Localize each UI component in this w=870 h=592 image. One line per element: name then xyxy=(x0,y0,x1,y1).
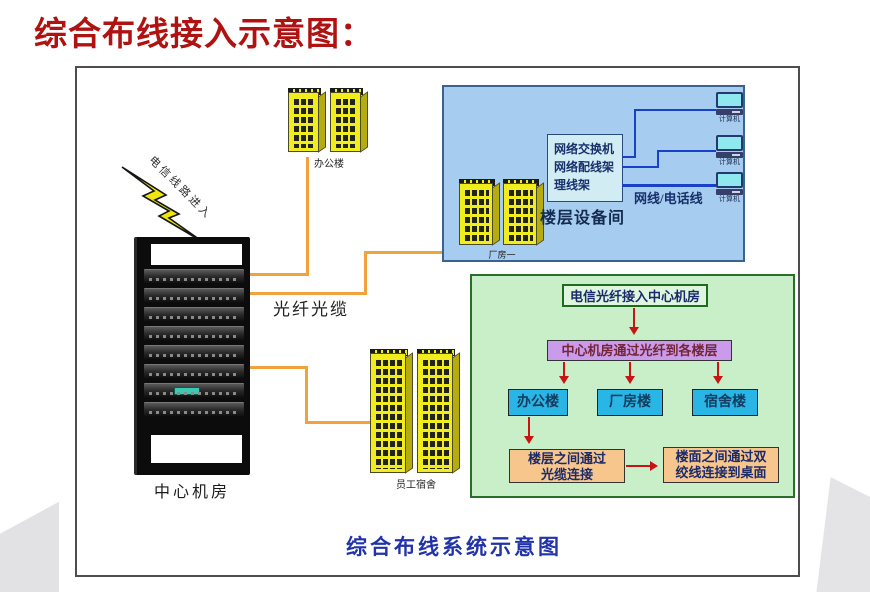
factory-building xyxy=(503,179,544,246)
floor-equipment-room-label: 楼层设备间 xyxy=(540,210,626,227)
equipment-line: 网络配线架 xyxy=(554,160,615,174)
central-machine-room-label: 中心机房 xyxy=(153,484,230,501)
dorm-building xyxy=(417,349,460,474)
flow-node-dorm-building: 宿舍楼 xyxy=(692,389,758,416)
fiber-cable-to-dorm xyxy=(305,366,308,424)
flow-step-line: 光缆连接 xyxy=(540,467,593,482)
arrow-down-icon xyxy=(625,362,635,384)
network-equipment-box: 网络交换机 网络配线架 理线架 xyxy=(547,134,623,202)
rack-empty-slot-top xyxy=(151,244,242,265)
flow-step-telecom-access: 电信光纤接入中心机房 xyxy=(562,284,708,307)
fiber-cable-to-dorm xyxy=(305,421,373,424)
flow-step-twisted-pair-to-desk: 楼面之间通过双 绞线连接到桌面 xyxy=(663,447,779,483)
computer: 计算机 xyxy=(716,92,743,124)
fiber-cable-to-floor-room xyxy=(250,292,367,295)
arrow-down-icon xyxy=(524,417,534,444)
computer-label: 计算机 xyxy=(719,195,740,203)
office-building-label: 办公楼 xyxy=(314,159,344,170)
fiber-cable-to-floor-room xyxy=(364,251,367,295)
network-cable xyxy=(622,184,716,187)
network-phone-cable-label: 网线/电话线 xyxy=(634,191,703,206)
computer-base-icon xyxy=(716,152,743,158)
flow-node-factory-building: 厂房楼 xyxy=(597,389,663,416)
equipment-line: 理线架 xyxy=(554,178,591,192)
floor-equipment-room-panel: 厂房一 网络交换机 网络配线架 理线架 楼层设备间 网线/电话线 计算机 计算机 xyxy=(442,85,745,262)
rack-unit xyxy=(144,326,244,341)
factory-buildings-group: 厂房一 xyxy=(459,179,545,269)
network-cable xyxy=(657,150,716,152)
computer-base-icon xyxy=(716,109,743,115)
slide-corner-decoration-left xyxy=(0,501,59,592)
computer-label: 计算机 xyxy=(719,115,740,123)
fiber-cable-to-office xyxy=(250,273,308,276)
flow-step-floor-optical-link: 楼层之间通过 光缆连接 xyxy=(509,449,625,483)
fiber-cable-to-office xyxy=(306,157,309,276)
computer-monitor-icon xyxy=(716,92,743,108)
rack-unit xyxy=(144,288,244,303)
flow-step-line: 绞线连接到桌面 xyxy=(675,465,767,480)
network-cable xyxy=(657,150,659,168)
fiber-cable-to-floor-room xyxy=(364,251,442,254)
flow-node-office-building: 办公楼 xyxy=(508,389,568,416)
diagram-canvas: 电信线路进入 中心机房 光纤光缆 办公楼 员工宿舍 xyxy=(75,66,800,577)
computer: 计算机 xyxy=(716,172,743,204)
flow-step-line: 楼层之间通过 xyxy=(527,451,606,466)
rack-unit xyxy=(144,269,244,284)
arrow-down-icon xyxy=(629,308,639,335)
computer-base-icon xyxy=(716,189,743,195)
flow-step-fiber-to-floors: 中心机房通过光纤到各楼层 xyxy=(547,340,732,361)
arrow-down-icon xyxy=(713,362,723,384)
network-cable xyxy=(622,156,636,158)
computer-monitor-icon xyxy=(716,172,743,188)
network-cable xyxy=(634,109,636,158)
dorm-building xyxy=(370,349,413,474)
rack-empty-slot-bottom xyxy=(151,435,242,463)
arrow-right-icon xyxy=(626,461,658,471)
fiber-cable-to-dorm xyxy=(250,366,308,369)
lightning-bolt-icon xyxy=(121,166,204,243)
rack-unit xyxy=(144,402,244,417)
flow-step-line: 楼面之间通过双 xyxy=(675,449,767,464)
rack-unit xyxy=(144,307,244,322)
page-title: 综合布线接入示意图： xyxy=(34,15,374,52)
equipment-line: 网络交换机 xyxy=(554,142,615,156)
factory-building-label: 厂房一 xyxy=(488,250,516,260)
network-cable xyxy=(634,109,716,111)
rack-unit xyxy=(144,364,244,379)
office-building xyxy=(330,88,368,153)
network-cable xyxy=(622,166,659,168)
dorm-buildings-group: 员工宿舍 xyxy=(370,349,462,491)
slide-corner-decoration-right xyxy=(816,477,870,592)
office-buildings-group: 办公楼 xyxy=(288,88,370,170)
rack-unit xyxy=(144,345,244,360)
computer-label: 计算机 xyxy=(719,158,740,166)
computer: 计算机 xyxy=(716,135,743,167)
factory-building xyxy=(459,179,500,246)
cabling-flowchart-panel: 电信光纤接入中心机房 中心机房通过光纤到各楼层 办公楼 厂房楼 宿舍楼 楼层之间… xyxy=(470,274,795,498)
fiber-optic-cable-label: 光纤光缆 xyxy=(273,300,349,319)
arrow-down-icon xyxy=(559,362,569,384)
computer-monitor-icon xyxy=(716,135,743,151)
dorm-building-label: 员工宿舍 xyxy=(396,480,436,491)
rack-lcd-screen xyxy=(174,387,200,395)
rack-unit-with-lcd xyxy=(144,383,244,398)
rack-units xyxy=(144,269,244,421)
server-rack xyxy=(134,237,250,475)
office-building xyxy=(288,88,326,153)
diagram-caption: 综合布线系统示意图 xyxy=(346,535,562,559)
